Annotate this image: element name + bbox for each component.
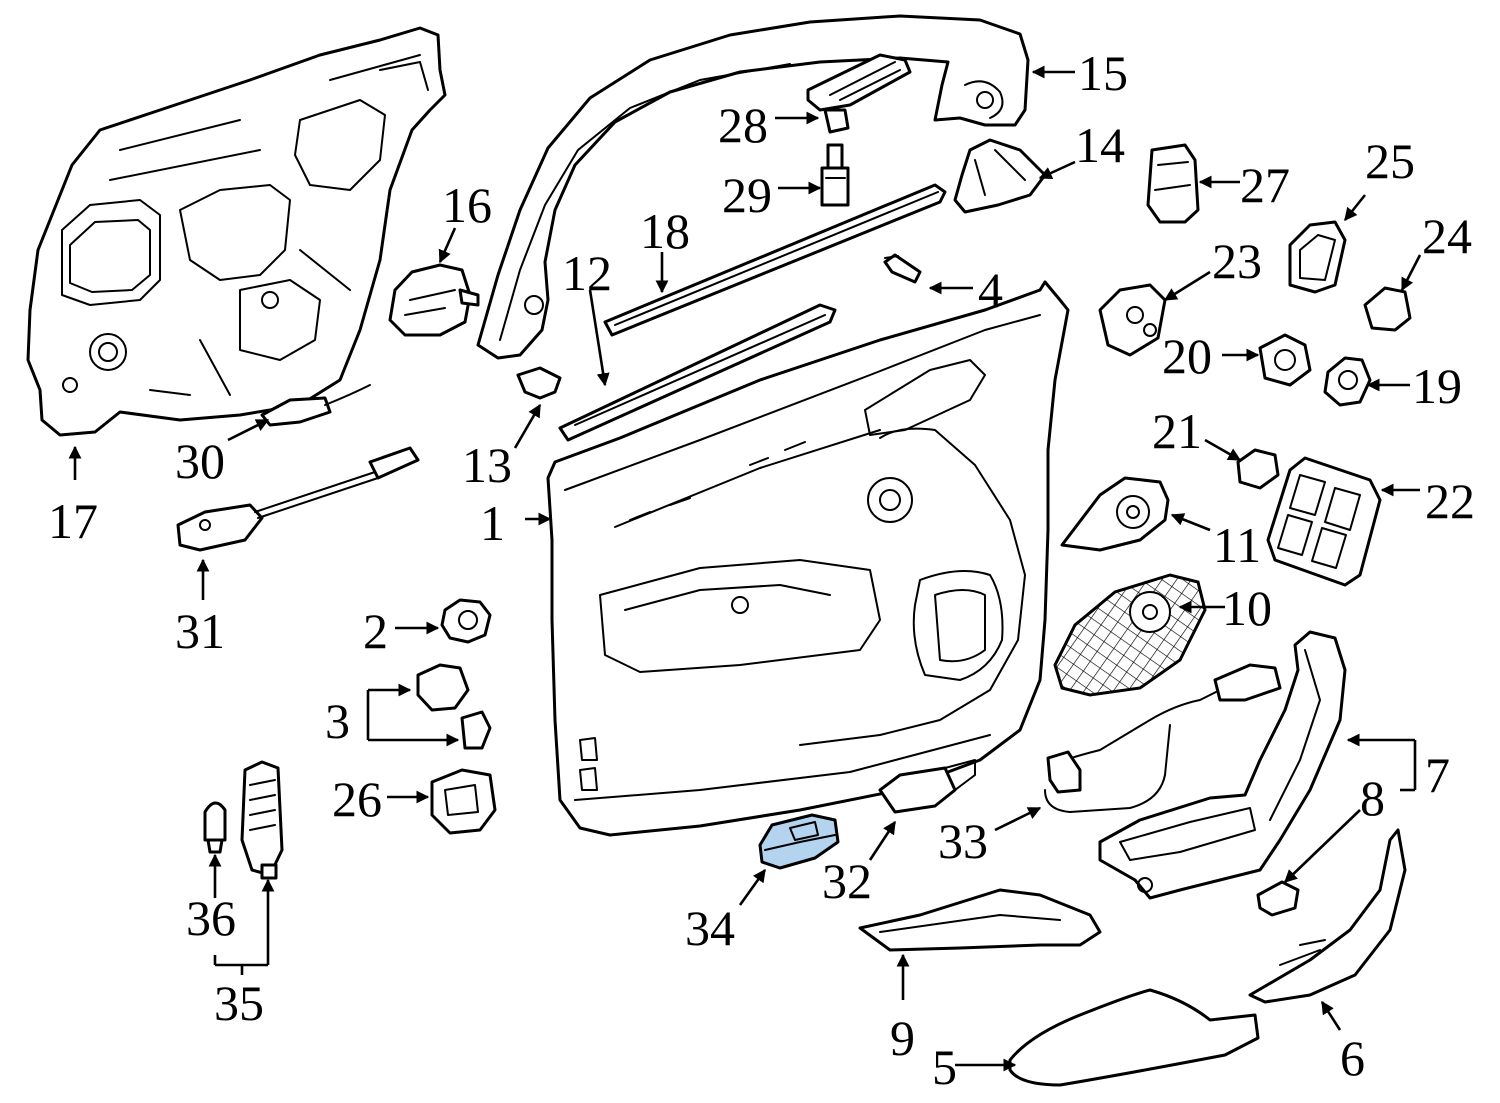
- part-32-lamp-housing: [878, 759, 976, 814]
- callout-2: 2: [363, 603, 388, 659]
- callout-8: 8: [1360, 770, 1385, 826]
- part-33-wiring-harness: [1044, 663, 1282, 813]
- part-16-bracket: [388, 263, 480, 337]
- callout-32: 32: [822, 853, 872, 909]
- callout-26: 26: [332, 771, 382, 827]
- callout-27: 27: [1240, 157, 1290, 213]
- part-30-cable-connector: [260, 384, 371, 427]
- callout-24: 24: [1422, 208, 1472, 264]
- callout-15: 15: [1078, 45, 1128, 101]
- part-11-speaker-cover: [1060, 476, 1170, 552]
- callout-35: 35: [214, 975, 264, 1031]
- part-13-clip: [516, 366, 562, 400]
- part-34-highlighted-lamp: [758, 813, 840, 870]
- part-36-bulb: [203, 801, 227, 854]
- callout-20: 20: [1162, 328, 1212, 384]
- callout-13: 13: [462, 437, 512, 493]
- part-35-reflector-lamp: [240, 760, 284, 880]
- part-18-belt-weatherstrip: [603, 183, 947, 337]
- part-21-switch: [1236, 448, 1280, 490]
- callout-labels: 1 2 3 4 5 6 7 8 9 10 11 12 13 14 15 16 1…: [48, 45, 1475, 1095]
- callout-6: 6: [1340, 1030, 1365, 1086]
- callout-21: 21: [1152, 403, 1202, 459]
- part-29-lock-pin: [820, 143, 850, 207]
- part-17-water-shield: [26, 26, 447, 437]
- callout-22: 22: [1425, 473, 1475, 529]
- callout-4: 4: [978, 262, 1003, 318]
- part-8-clip: [1256, 880, 1300, 917]
- part-23-mirror-switch-panel: [1098, 283, 1167, 357]
- part-7-armrest-assembly: [1098, 630, 1347, 900]
- callout-17: 17: [48, 493, 98, 549]
- leader-lines: [68, 65, 1422, 1072]
- part-28-lock-knob: [806, 53, 912, 134]
- part-22-window-switch-panel: [1266, 456, 1382, 587]
- part-24-small-switch: [1363, 286, 1412, 332]
- part-15-window-frame-trim: [476, 14, 1030, 360]
- part-20-switch-cover: [1258, 333, 1312, 387]
- part-5-armrest-pad: [1008, 988, 1260, 1087]
- callout-36: 36: [186, 890, 236, 946]
- part-25-switch-knob: [1288, 220, 1347, 294]
- part-19-mirror-adjust-knob: [1323, 356, 1372, 407]
- callout-28: 28: [718, 97, 768, 153]
- callout-10: 10: [1222, 580, 1272, 636]
- callout-23: 23: [1212, 233, 1262, 289]
- callout-30: 30: [175, 433, 225, 489]
- callout-5: 5: [932, 1039, 957, 1095]
- part-4-push-pin: [883, 253, 922, 284]
- part-2-grommet: [440, 598, 492, 644]
- callout-11: 11: [1213, 517, 1261, 573]
- part-3-clips: [416, 663, 492, 750]
- part-6-trim-strip: [1248, 828, 1407, 1004]
- part-31-ambient-light-harness: [176, 446, 420, 552]
- callout-3: 3: [325, 693, 350, 749]
- callout-9: 9: [890, 1010, 915, 1066]
- part-14-tweeter-cover: [953, 138, 1047, 214]
- part-9-trim-pad: [858, 888, 1102, 952]
- callout-29: 29: [722, 167, 772, 223]
- callout-12: 12: [562, 245, 612, 301]
- part-26-switch-bezel: [430, 768, 497, 835]
- part-10-speaker-grille: [1053, 573, 1207, 697]
- callout-34: 34: [685, 900, 735, 956]
- callout-14: 14: [1075, 117, 1125, 173]
- callout-19: 19: [1412, 358, 1462, 414]
- part-12-inner-belt-strip: [558, 303, 837, 442]
- callout-33: 33: [938, 813, 988, 869]
- part-27-switch-housing: [1146, 143, 1200, 224]
- callout-25: 25: [1365, 133, 1415, 189]
- part-1-door-trim-panel: [546, 280, 1070, 837]
- callout-1: 1: [480, 495, 505, 551]
- callout-16: 16: [442, 177, 492, 233]
- callout-18: 18: [640, 203, 690, 259]
- callout-31: 31: [175, 603, 225, 659]
- callout-7: 7: [1425, 747, 1450, 803]
